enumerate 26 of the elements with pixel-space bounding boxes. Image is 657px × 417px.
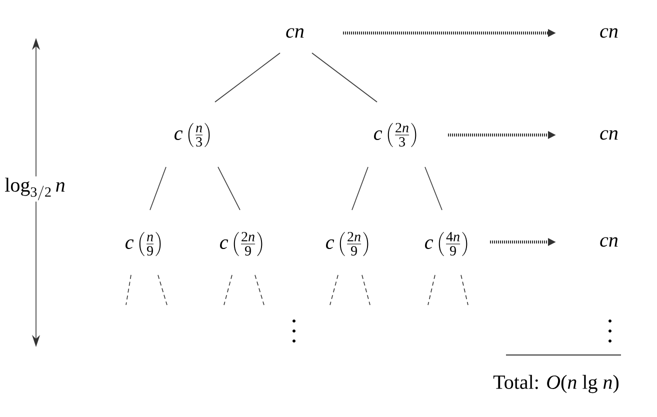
- tree-branch: [424, 166, 442, 210]
- dashed-branch: [330, 274, 338, 306]
- tree-branch: [218, 166, 240, 210]
- cost-term: $c\left(\frac{n}{9}\right)$: [126, 232, 161, 256]
- dashed-branch: [254, 274, 264, 306]
- cost-term: $c\left(\frac{n}{3}\right)$: [174, 122, 210, 147]
- dashed-branch: [158, 274, 168, 306]
- level-sum: $cn$: [600, 130, 618, 140]
- dashed-branch: [126, 274, 132, 306]
- cost-term: $c\left(\frac{2n}{3}\right)$: [374, 122, 416, 147]
- total-label: Total: O(n lg n): [492, 374, 621, 394]
- tree-branch: [312, 52, 378, 102]
- dashed-branch: [224, 274, 232, 306]
- tree-branch: [214, 52, 280, 102]
- dashed-branch: [460, 274, 468, 306]
- height-label: $\log_{3/2} n$: [3, 176, 67, 202]
- dashed-branch: [362, 274, 370, 306]
- level-sum: $cn$: [600, 237, 618, 247]
- cost-term: $cn$: [286, 28, 304, 38]
- level-sum: $cn$: [600, 28, 618, 38]
- tree-branch: [352, 166, 368, 210]
- cost-term: $c\left(\frac{2n}{9}\right)$: [220, 232, 262, 256]
- dashed-branch: [428, 274, 436, 306]
- cost-term: $c\left(\frac{4n}{9}\right)$: [425, 232, 468, 256]
- tree-branch: [150, 166, 166, 210]
- cost-term: $c\left(\frac{2n}{9}\right)$: [326, 232, 368, 256]
